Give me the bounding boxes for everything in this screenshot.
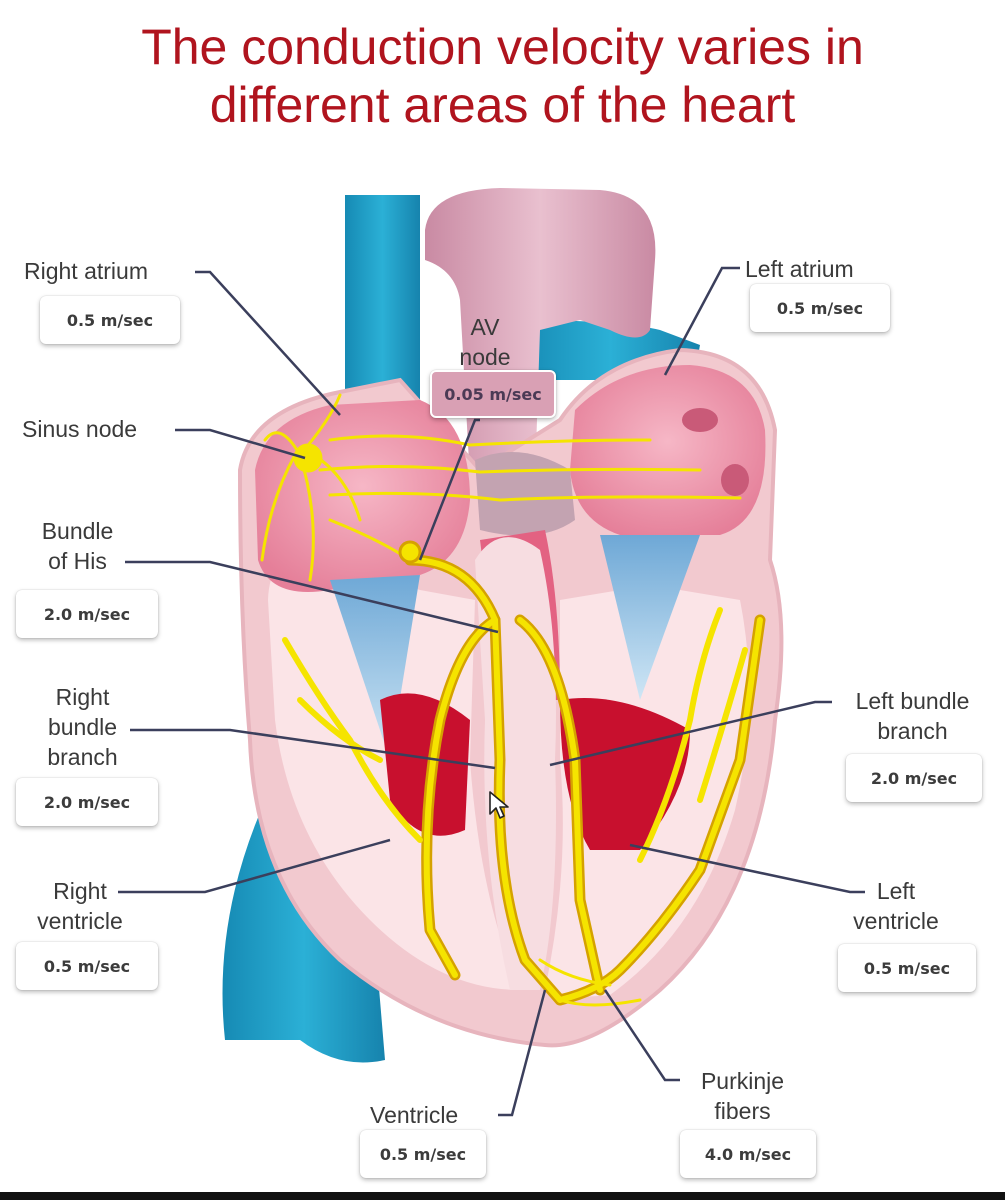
label-bundle-of-his-line-2: of His: [48, 548, 107, 574]
label-sinus-node: Sinus node: [22, 416, 138, 442]
label-av-node: AV node: [440, 312, 530, 372]
leader-right-bundle-branch: [130, 728, 496, 770]
leader-left-ventricle: [629, 843, 865, 894]
velocity-left-atrium: 0.5 m/sec: [750, 284, 890, 332]
label-left-ventricle: Left ventricle: [836, 876, 956, 936]
label-purkinje-fibers: Purkinje fibers: [680, 1066, 805, 1126]
velocity-right-ventricle: 0.5 m/sec: [16, 942, 158, 990]
label-bundle-of-his-line-1: Bundle: [41, 518, 114, 544]
velocity-left-bundle-branch: 2.0 m/sec: [846, 754, 982, 802]
leader-purkinje-fibers: [603, 989, 680, 1082]
velocity-bundle-of-his: 2.0 m/sec: [16, 590, 158, 638]
av-node-spot: [398, 540, 422, 564]
leader-av-node: [418, 418, 480, 561]
sinus-node-spot: [293, 443, 323, 473]
leader-sinus-node: [175, 428, 306, 460]
label-av-node-line-2: node: [459, 344, 511, 370]
velocity-ventricle: 0.5 m/sec: [360, 1130, 486, 1178]
leader-left-bundle-branch: [549, 700, 832, 767]
velocity-right-bundle-branch: 2.0 m/sec: [16, 778, 158, 826]
label-left-ventricle-line-1: Left: [876, 878, 916, 904]
label-right-bundle-branch-line-2: bundle: [47, 714, 118, 740]
leader-left-atrium: [663, 266, 740, 376]
label-bundle-of-his: Bundle of His: [20, 516, 135, 576]
leader-ventricle: [498, 989, 547, 1117]
leader-bundle-of-his: [125, 560, 499, 634]
label-ventricle: Ventricle: [370, 1102, 459, 1128]
label-right-bundle-branch-line-1: Right: [55, 684, 110, 710]
velocity-av-node: 0.05 m/sec: [430, 370, 556, 418]
label-left-bundle-branch: Left bundle branch: [830, 686, 995, 746]
label-purkinje-fibers-line-1: Purkinje: [700, 1068, 785, 1094]
label-right-bundle-branch-line-3: branch: [47, 744, 118, 770]
label-right-bundle-branch: Right bundle branch: [20, 682, 145, 772]
velocity-left-ventricle: 0.5 m/sec: [838, 944, 976, 992]
leader-lines: [118, 266, 865, 1117]
label-purkinje-fibers-line-2: fibers: [714, 1098, 771, 1124]
label-right-ventricle-line-2: ventricle: [37, 908, 123, 934]
label-right-ventricle: Right ventricle: [20, 876, 140, 936]
label-left-bundle-branch-line-1: Left bundle: [855, 688, 970, 714]
label-right-ventricle-line-1: Right: [53, 878, 107, 904]
velocity-right-atrium: 0.5 m/sec: [40, 296, 180, 344]
bottom-border: [0, 1192, 1005, 1200]
title-line-2: different areas of the heart: [209, 77, 796, 133]
label-left-ventricle-line-2: ventricle: [853, 908, 939, 934]
mouse-cursor-icon: [489, 791, 509, 819]
label-av-node-line-1: AV: [470, 314, 500, 340]
label-left-atrium: Left atrium: [745, 256, 854, 282]
label-left-bundle-branch-line-2: branch: [877, 718, 948, 744]
left-atrium-chamber: [570, 365, 766, 535]
label-right-atrium: Right atrium: [24, 258, 148, 284]
leader-right-ventricle: [118, 838, 391, 894]
leader-right-atrium: [195, 270, 341, 416]
velocity-purkinje-fibers: 4.0 m/sec: [680, 1130, 816, 1178]
title-line-1: The conduction velocity varies in: [141, 19, 864, 75]
slide-title: The conduction velocity varies in differ…: [0, 18, 1005, 134]
